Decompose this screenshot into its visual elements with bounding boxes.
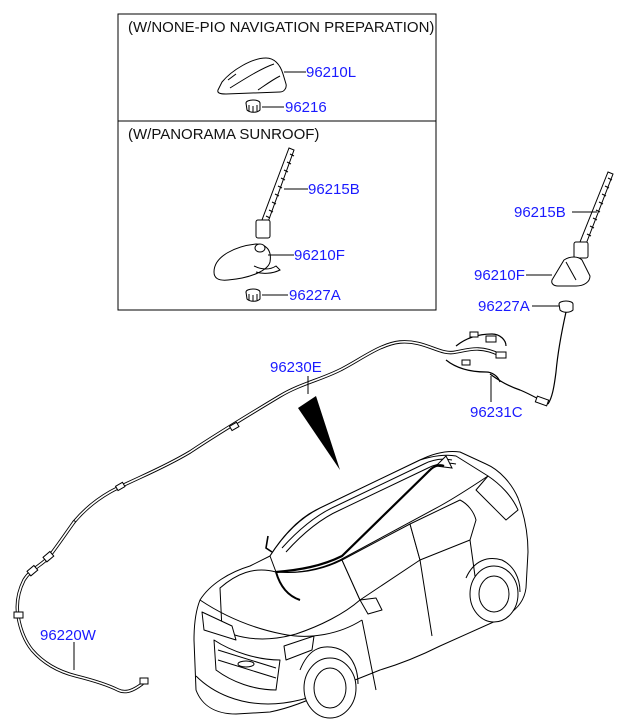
label-96227A-box: 96227A (289, 287, 341, 304)
label-96210L: 96210L (306, 64, 356, 81)
label-96215B-box: 96215B (308, 181, 360, 198)
box-title-navigation: (W/NONE-PIO NAVIGATION PREPARATION) (128, 19, 434, 36)
grommet-96227A (558, 300, 574, 313)
antenna-pole-96215B (573, 171, 614, 259)
feeder-cable-96231C (489, 311, 567, 407)
extension-cable-96220W (13, 520, 149, 694)
antenna-base-96210F-box (213, 243, 281, 281)
grommet-96227A-box (245, 288, 261, 302)
antenna-base-96210F (551, 256, 591, 287)
vehicle-illustration (193, 451, 529, 719)
roof-harness-96230E (72, 331, 507, 524)
box-title-panorama: (W/PANORAMA SUNROOF) (128, 126, 319, 143)
label-96227A: 96227A (478, 298, 530, 315)
label-96230E: 96230E (270, 359, 322, 376)
label-96215B: 96215B (514, 204, 566, 221)
label-96210F: 96210F (474, 267, 525, 284)
option-box-panorama: (W/PANORAMA SUNROOF) (117, 120, 437, 311)
grommet-96216 (245, 99, 261, 113)
label-96216: 96216 (285, 99, 327, 116)
location-pointer (298, 396, 340, 470)
shark-fin-antenna-96210L (217, 57, 287, 95)
antenna-pole-96215B-box (255, 147, 295, 239)
label-96231C: 96231C (470, 404, 523, 421)
label-96220W: 96220W (40, 627, 97, 644)
label-96210F-box: 96210F (294, 247, 345, 264)
